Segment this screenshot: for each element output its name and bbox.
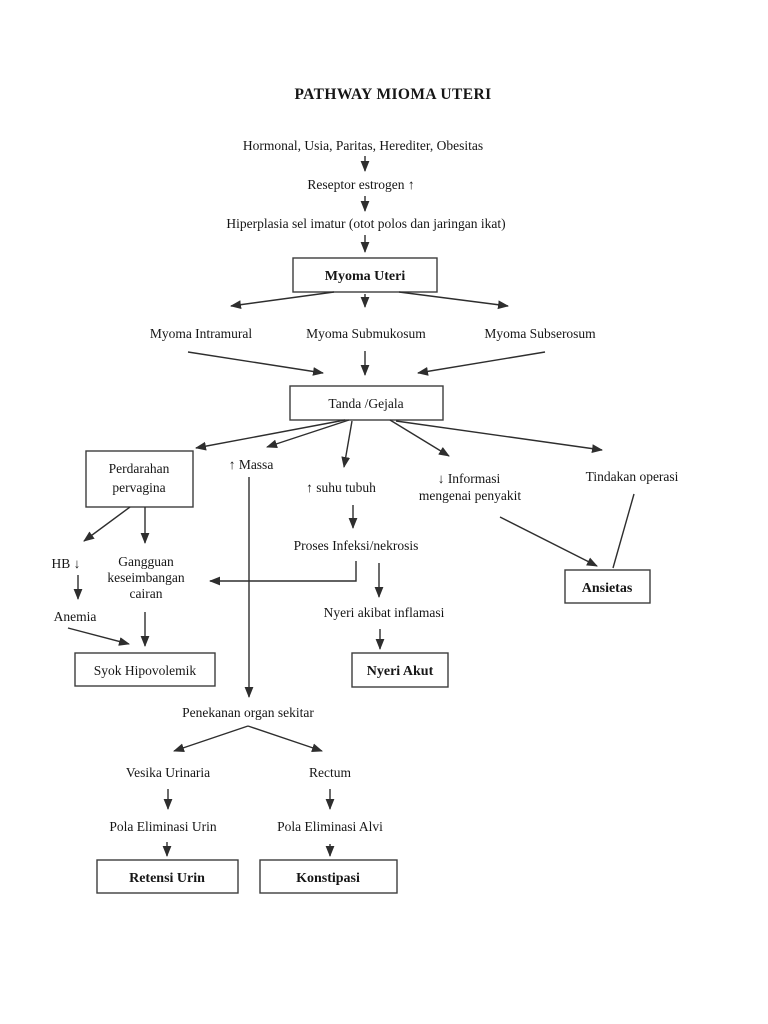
arrow-perdarahan-to-hb [83, 506, 131, 542]
arrow-tanda-to-informasi [389, 419, 450, 457]
arrow-tanda-to-tindakan [395, 420, 603, 453]
node-myoma-uteri-box [292, 257, 438, 293]
arrow-tanda-to-suhu [341, 420, 353, 468]
node-rectum: Rectum [309, 765, 351, 780]
node-myoma-intramural: Myoma Intramural [150, 326, 253, 341]
node-tindakan-operasi: Tindakan operasi [586, 469, 679, 484]
arrow-tanda-to-perdarahan [195, 419, 346, 451]
node-perdarahan-label-line1: Perdarahan [109, 461, 170, 476]
node-retensi-urin-box [96, 859, 239, 894]
node-hiperplasia: Hiperplasia sel imatur (otot polos dan j… [226, 216, 505, 231]
node-reseptor-estrogen: Reseptor estrogen ↑ [307, 177, 414, 192]
node-tanda-gejala-box [289, 385, 444, 421]
node-myoma-subserosum: Myoma Subserosum [484, 326, 596, 341]
arrow-intramural-to-tanda [187, 351, 324, 376]
node-gangguan-line1: Gangguan [118, 554, 174, 569]
node-anemia: Anemia [54, 609, 97, 624]
node-nyeri-akut-box [351, 652, 449, 688]
node-nyeri-akut-label: Nyeri Akut [367, 664, 434, 679]
node-konstipasi-box [259, 859, 398, 894]
node-myoma-submukosum: Myoma Submukosum [306, 326, 426, 341]
node-proses-infeksi: Proses Infeksi/nekrosis [294, 538, 419, 553]
arrow-proses-to-gangguan [209, 561, 357, 586]
node-konstipasi-label: Konstipasi [296, 871, 360, 886]
node-gangguan-line3: cairan [130, 586, 163, 601]
node-gangguan-line2: keseimbangan [107, 570, 184, 585]
node-hb: HB ↓ [52, 556, 81, 571]
line-tindakan-to-ansietas [612, 493, 635, 569]
arrow-tanda-to-massa [266, 419, 350, 449]
node-massa: ↑ Massa [229, 457, 274, 472]
node-syok-label: Syok Hipovolemik [94, 663, 197, 678]
arrow-penekanan-to-vesika [173, 725, 249, 752]
arrow-penekanan-to-rectum [247, 725, 323, 752]
node-perdarahan-label-line2: pervagina [112, 480, 165, 495]
node-myoma-uteri-label: Myoma Uteri [325, 269, 406, 284]
node-retensi-urin-label: Retensi Urin [129, 871, 205, 886]
arrow-anemia-to-syok [67, 627, 130, 646]
node-perdarahan-box [85, 450, 194, 508]
node-syok-box [74, 652, 216, 687]
node-informasi-line1: ↓ Informasi [438, 471, 501, 486]
page-title: PATHWAY MIOMA UTERI [294, 86, 491, 103]
node-informasi-line2: mengenai penyakit [419, 488, 522, 503]
arrow-myoma-to-intramural [230, 291, 335, 310]
arrow-myoma-to-subserosum [398, 291, 509, 310]
node-causes: Hormonal, Usia, Paritas, Herediter, Obes… [243, 138, 483, 153]
node-ansietas-label: Ansietas [582, 581, 633, 596]
node-pola-eliminasi-urin: Pola Eliminasi Urin [109, 819, 216, 834]
node-ansietas-box [564, 569, 651, 604]
node-penekanan: Penekanan organ sekitar [182, 705, 314, 720]
node-pola-eliminasi-alvi: Pola Eliminasi Alvi [277, 819, 383, 834]
node-tanda-gejala-label: Tanda /Gejala [328, 396, 403, 411]
arrow-informasi-to-ansietas [499, 516, 598, 567]
node-suhu-tubuh: ↑ suhu tubuh [306, 480, 376, 495]
arrow-subserosum-to-tanda [417, 351, 546, 376]
node-nyeri-inflamasi: Nyeri akibat inflamasi [324, 605, 445, 620]
node-vesika-urinaria: Vesika Urinaria [126, 765, 210, 780]
